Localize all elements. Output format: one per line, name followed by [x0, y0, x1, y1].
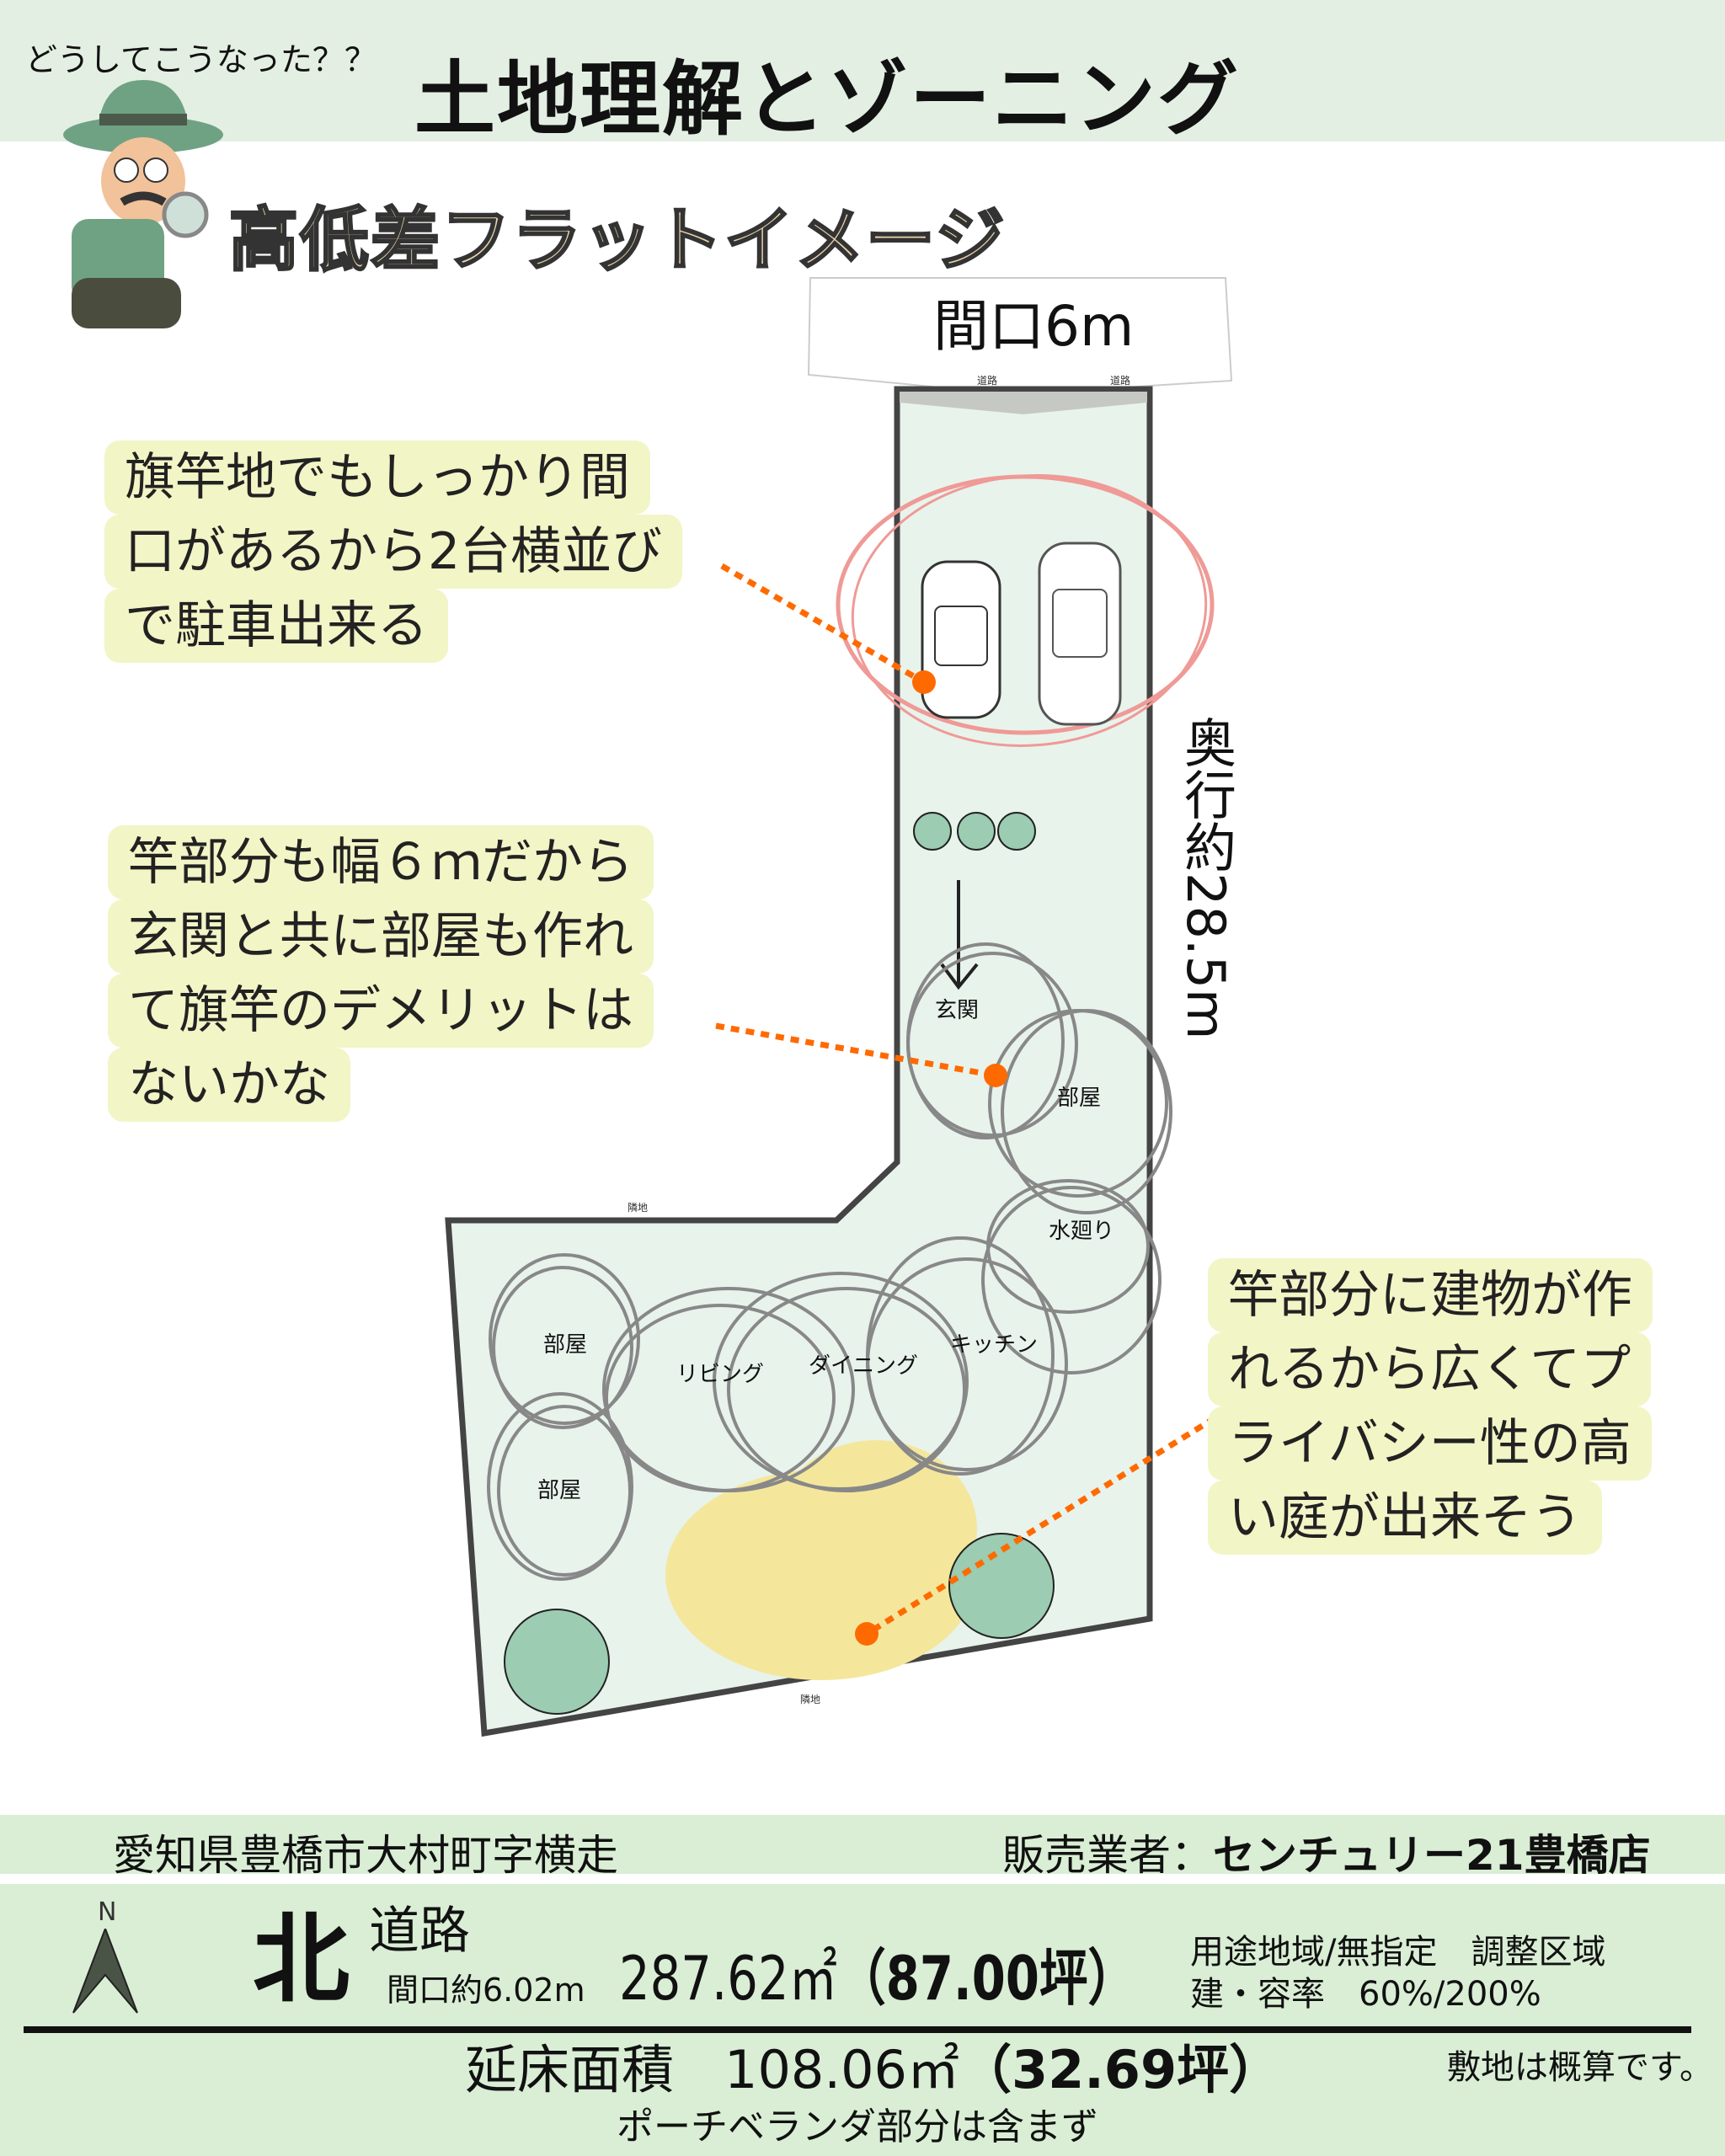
room-label-entrance: 玄関	[935, 998, 979, 1023]
site-boundary	[445, 386, 1153, 1737]
entrance-arrow-icon	[940, 880, 979, 990]
room-label-kitchen: キッチン	[950, 1332, 1038, 1358]
room-label-room: 部屋	[543, 1332, 587, 1358]
floor-area-sqm: 108.06㎡	[724, 2039, 959, 2100]
land-area-sqm: 287.62㎡	[619, 1943, 838, 2014]
boundary-label: 隣地	[800, 1693, 820, 1705]
callout-line: 竿部分に建物が作	[1208, 1258, 1653, 1332]
floor-area: 延床面積 108.06㎡（32.69坪）	[465, 2040, 1281, 2100]
pointer-dot	[984, 1064, 1007, 1087]
callout-line: 玄関と共に部屋も作れ	[108, 899, 654, 974]
boundary-label: 隣地	[628, 1201, 648, 1214]
page-title: 土地理解とゾーニング	[414, 52, 1240, 147]
callout-pole-section: 竿部分も幅６ｍだから 玄関と共に部屋も作れ て旗竿のデメリットは ないかな	[108, 825, 654, 1122]
callout-line: れるから広くてプ	[1208, 1332, 1652, 1406]
room-label-living: リビング	[676, 1362, 764, 1387]
floor-area-label: 延床面積	[465, 2039, 675, 2100]
shrub-icon	[957, 812, 996, 851]
north-mark: N	[98, 1897, 117, 1927]
floor-note: ポーチベランダ部分は含まず	[617, 2105, 1098, 2148]
room-label-utility: 水廻り	[1049, 1219, 1114, 1244]
land-area-tsubo: （87.00坪）	[837, 1943, 1137, 2014]
details-band	[0, 1884, 1725, 2156]
car-icon	[921, 560, 1001, 719]
seller-name: センチュリー21豊橋店	[1213, 1831, 1651, 1880]
info-band	[0, 1815, 1725, 1874]
address: 愛知県豊橋市大村町字横走	[113, 1831, 618, 1880]
seller: 販売業者：センチュリー21豊橋店	[1002, 1822, 1651, 1882]
pointer-dot	[912, 670, 936, 694]
shrub-icon	[997, 812, 1036, 851]
subtitle: どうしてこうなった？？	[25, 41, 377, 78]
tree-icon	[504, 1609, 610, 1715]
zoning: 用途地域/無指定 調整区域	[1190, 1933, 1606, 1972]
divider	[24, 2026, 1691, 2033]
frontage-label: 間口6m	[933, 294, 1135, 359]
room-label-dining: ダイニング	[809, 1353, 918, 1379]
zone-sketches	[487, 942, 1172, 1581]
shrub-icon	[913, 812, 952, 851]
callout-line: ないかな	[108, 1048, 350, 1122]
callout-line: て旗竿のデメリットは	[108, 974, 654, 1048]
road-label: 道路	[977, 374, 997, 387]
pointer-dot	[855, 1622, 879, 1646]
tree-icon	[948, 1533, 1055, 1639]
road-direction: 北	[253, 1903, 350, 2016]
floor-area-tsubo: （32.69坪）	[959, 2039, 1282, 2100]
road-frontage: 間口約6.02m	[387, 1972, 585, 2009]
room-label-room: 部屋	[1057, 1086, 1101, 1111]
depth-label: 奥行約28.5m	[1175, 716, 1236, 1040]
road-label: 道路	[369, 1902, 470, 1961]
callout-line: 竿部分も幅６ｍだから	[108, 825, 654, 899]
land-area: 287.62㎡（87.00坪）	[619, 1929, 1136, 2017]
header-band	[0, 0, 1725, 141]
callout-line: で駐車出来る	[104, 589, 448, 663]
road-setback	[900, 392, 1147, 414]
room-label-room: 部屋	[537, 1478, 581, 1503]
callout-line: 口があるから2台横並び	[104, 515, 683, 589]
callout-pointers	[715, 563, 1230, 1636]
callout-garden: 竿部分に建物が作 れるから広くてプ ライバシー性の高 い庭が出来そう	[1208, 1258, 1653, 1555]
callout-line: ライバシー性の高	[1208, 1406, 1652, 1481]
coverage-ratio: 建・容率 60%/200%	[1190, 1975, 1541, 2014]
callout-line: 旗竿地でもしっかり間	[104, 440, 650, 515]
estimate-note: 敷地は概算です。	[1447, 2048, 1713, 2087]
callout-parking: 旗竿地でもしっかり間 口があるから2台横並び で駐車出来る	[104, 440, 683, 663]
north-arrow-icon	[72, 1929, 138, 2014]
section-heading: 高低差フラットイメージ	[227, 200, 1007, 282]
car-icon	[1038, 542, 1122, 726]
callout-line: い庭が出来そう	[1208, 1481, 1602, 1555]
road-label: 道路	[1110, 374, 1130, 387]
detective-illustration	[63, 80, 223, 328]
seller-label: 販売業者：	[1002, 1831, 1213, 1880]
